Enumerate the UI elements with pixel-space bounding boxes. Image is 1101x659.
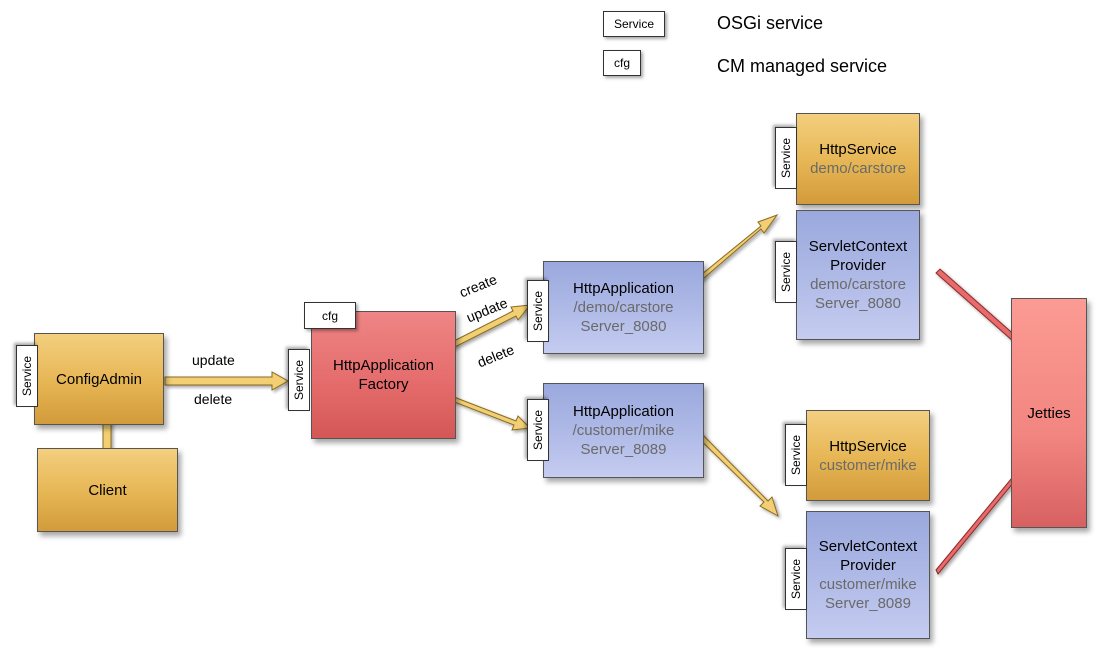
- scp-mike-line1: ServletContext: [818, 538, 918, 555]
- app-mike-title: HttpApplication: [573, 403, 674, 420]
- http-mike-title: HttpService: [829, 437, 907, 455]
- jetties-node: Jetties: [1011, 298, 1087, 528]
- app-carstore-path: /demo/carstore: [573, 299, 674, 316]
- scp-mike-server: Server_8089: [825, 595, 911, 612]
- arrow-configadmin-to-factory: [164, 371, 290, 391]
- scp-carstore-path: demo/carstore: [810, 276, 906, 293]
- app-carstore-service-tag: Service: [527, 280, 549, 342]
- http-carstore-path: demo/carstore: [810, 160, 906, 177]
- scp-mike-line2: Provider: [840, 557, 896, 574]
- factory-cfg-tag: cfg: [304, 302, 356, 329]
- configadmin-label: ConfigAdmin: [56, 370, 142, 388]
- app-mike-service-tag: Service: [527, 399, 549, 461]
- http-carstore-service-tag: Service: [775, 127, 797, 189]
- factory-service-tag: Service: [288, 349, 310, 411]
- factory-label-line1: HttpApplication: [333, 357, 434, 374]
- http-carstore-title: HttpService: [819, 141, 897, 158]
- edge-label-delete: delete: [194, 391, 233, 407]
- configadmin-service-tag: Service: [16, 345, 38, 407]
- http-carstore-node: HttpService demo/carstore: [796, 113, 920, 205]
- legend-cfg-tag: cfg: [603, 50, 641, 76]
- app-carstore-node: HttpApplication /demo/carstore Server_80…: [543, 261, 704, 354]
- edge-label-update: update: [192, 352, 235, 368]
- scp-carstore-node: ServletContext Provider demo/carstore Se…: [796, 210, 920, 340]
- app-carstore-title: HttpApplication: [573, 280, 674, 297]
- http-mike-service-tag: Service: [785, 424, 807, 486]
- scp-carstore-server: Server_8080: [815, 295, 901, 312]
- configadmin-node: ConfigAdmin: [34, 333, 164, 425]
- http-mike-node: HttpService customer/mike: [806, 410, 930, 501]
- legend-service-desc: OSGi service: [717, 13, 824, 33]
- scp-carstore-line2: Provider: [830, 257, 886, 274]
- scp-mike-service-tag: Service: [785, 548, 807, 610]
- scp-mike-path: customer/mike: [819, 576, 917, 593]
- client-label: Client: [88, 481, 127, 499]
- scp-carstore-line1: ServletContext: [808, 238, 908, 255]
- jetties-label: Jetties: [1027, 404, 1071, 422]
- client-node: Client: [37, 448, 178, 532]
- legend-cfg-desc: CM managed service: [717, 56, 888, 76]
- factory-node: HttpApplication Factory: [311, 311, 456, 439]
- http-mike-path: customer/mike: [819, 456, 917, 474]
- app-mike-server: Server_8089: [580, 441, 667, 458]
- legend-service-tag: Service: [603, 11, 665, 37]
- app-mike-path: /customer/mike: [572, 422, 675, 439]
- app-mike-node: HttpApplication /customer/mike Server_80…: [543, 383, 704, 478]
- scp-carstore-service-tag: Service: [775, 241, 797, 303]
- scp-mike-node: ServletContext Provider customer/mike Se…: [806, 511, 930, 639]
- app-carstore-server: Server_8080: [580, 318, 667, 335]
- factory-label-line2: Factory: [358, 376, 409, 393]
